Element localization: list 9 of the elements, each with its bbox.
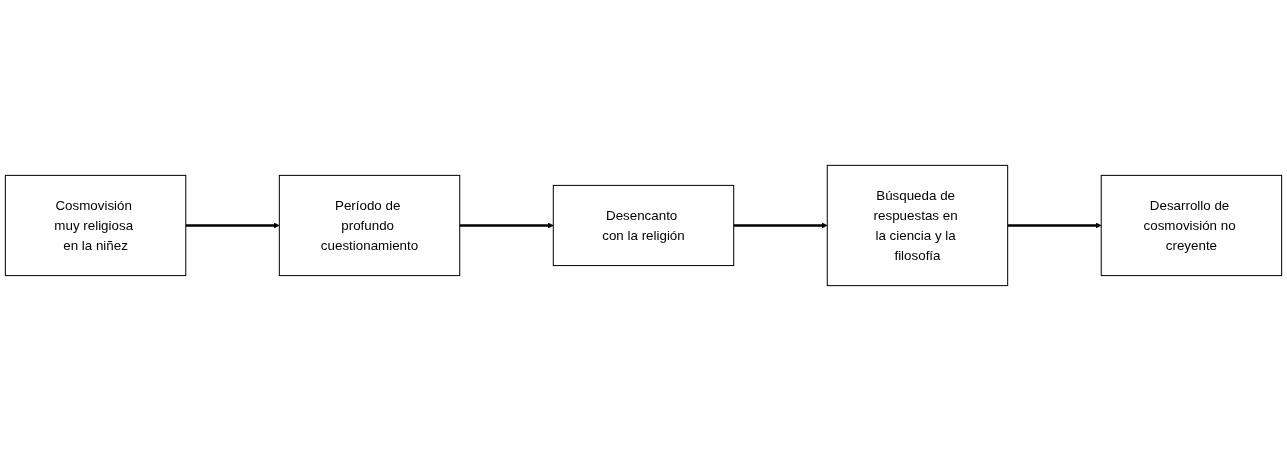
node-box: Cosmovisión muy religiosa en la niñez bbox=[4, 174, 187, 277]
node-box: Desarrollo de cosmovisión no creyente bbox=[1100, 174, 1283, 277]
arrow bbox=[459, 222, 554, 229]
node-box: Búsqueda de respuestas en la ciencia y la filosofía bbox=[826, 164, 1009, 287]
arrow bbox=[1007, 222, 1102, 229]
arrow bbox=[185, 222, 280, 229]
node-box: Período de profundo cuestionamiento bbox=[278, 174, 461, 277]
arrow bbox=[733, 222, 828, 229]
node-box: Desencanto con la religión bbox=[552, 184, 735, 267]
